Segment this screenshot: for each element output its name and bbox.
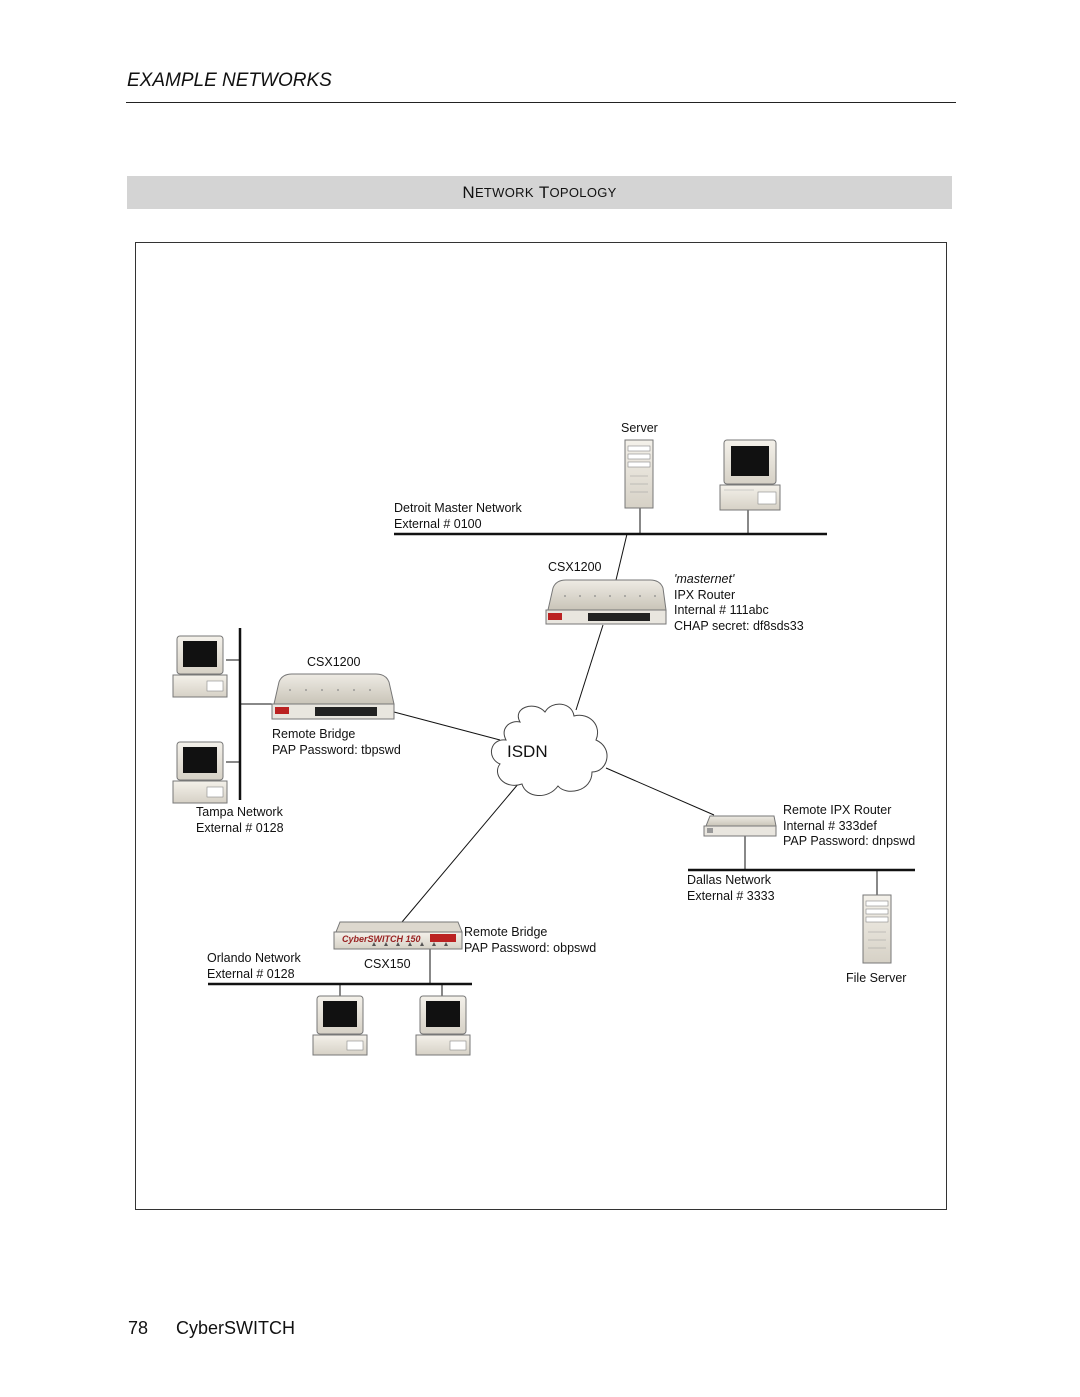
orlando-network-name: Orlando Network xyxy=(207,951,301,965)
csx1200-top-role: IPX Router xyxy=(674,587,736,602)
csx1200-top-internal: Internal # 111abc xyxy=(674,603,769,617)
csx150-password: PAP Password: obpswd xyxy=(464,940,597,955)
tampa-network-name: Tampa Network xyxy=(196,805,283,819)
tampa-pc-2-icon xyxy=(172,741,228,804)
title-initial-1: N xyxy=(462,182,475,202)
section-header: EXAMPLE NETWORKS xyxy=(127,70,332,91)
isdn-link-bottom xyxy=(401,782,520,923)
dallas-network-name: Dallas Network xyxy=(687,873,772,887)
csx150-brand-text: CyberSWITCH 150 xyxy=(342,934,421,944)
orlando-network-external: External # 0128 xyxy=(207,966,295,981)
header-rule xyxy=(126,102,956,103)
detroit-network-label: Detroit Master Network External # 0100 xyxy=(394,501,522,532)
isdn-cloud xyxy=(491,703,608,796)
csx1200-top-secret: CHAP secret: df8sds33 xyxy=(674,618,804,633)
csx150-role: Remote Bridge xyxy=(464,925,548,939)
server-label: Server xyxy=(621,421,658,435)
csx150-router-icon xyxy=(333,921,463,950)
server-tower-icon xyxy=(624,439,654,509)
title-rest-2: OPOLOGY xyxy=(549,185,617,200)
csx1200-top-model: CSX1200 xyxy=(548,560,602,574)
csx1200-top-name: 'masternet' xyxy=(674,572,735,586)
csx1200-left-details: Remote Bridge PAP Password: tbpswd xyxy=(272,727,401,758)
tampa-pc-1-icon xyxy=(172,635,228,698)
csx1200-top-drop xyxy=(615,533,628,581)
csx1200-top-details: 'masternet' IPX Router Internal # 111abc… xyxy=(674,572,804,634)
remote-ipx-details: Remote IPX Router Internal # 333def PAP … xyxy=(783,803,915,850)
dallas-network-external: External # 3333 xyxy=(687,888,775,903)
detroit-pc-icon xyxy=(719,439,781,511)
remote-ipx-internal: Internal # 333def xyxy=(783,818,877,833)
csx150-model: CSX150 xyxy=(364,957,411,971)
csx1200-left-router-icon xyxy=(271,673,395,720)
tampa-network-label: Tampa Network External # 0128 xyxy=(196,805,284,836)
csx1200-left-role: Remote Bridge xyxy=(272,727,356,741)
tampa-network-external: External # 0128 xyxy=(196,820,284,835)
file-server-tower-icon xyxy=(862,894,892,964)
csx150-details: Remote Bridge PAP Password: obpswd xyxy=(464,925,596,956)
title-initial-2: T xyxy=(538,182,550,202)
isdn-link-right xyxy=(605,767,715,816)
csx1200-left-model: CSX1200 xyxy=(307,655,361,669)
title-rest-1: ETWORK xyxy=(474,185,534,200)
isdn-label: ISDN xyxy=(507,742,548,761)
dallas-network-label: Dallas Network External # 3333 xyxy=(687,873,775,904)
isdn-link-left xyxy=(393,711,501,741)
page-number: 78 xyxy=(128,1318,149,1338)
orlando-pc-2-icon xyxy=(415,995,471,1056)
remote-ipx-role: Remote IPX Router xyxy=(783,803,892,817)
footer-product: CyberSWITCH xyxy=(176,1318,296,1338)
detroit-network-name: Detroit Master Network xyxy=(394,501,522,515)
file-server-label: File Server xyxy=(846,971,907,985)
diagram-frame xyxy=(135,242,947,1210)
csx1200-top-router-icon xyxy=(545,579,667,625)
remote-ipx-password: PAP Password: dnpswd xyxy=(783,834,916,848)
remote-ipx-router-icon xyxy=(703,815,777,837)
isdn-link-top xyxy=(575,624,604,711)
orlando-pc-1-icon xyxy=(312,995,368,1056)
detroit-network-external: External # 0100 xyxy=(394,516,482,531)
orlando-network-label: Orlando Network External # 0128 xyxy=(207,951,301,982)
csx1200-left-password: PAP Password: tbpswd xyxy=(272,742,401,757)
